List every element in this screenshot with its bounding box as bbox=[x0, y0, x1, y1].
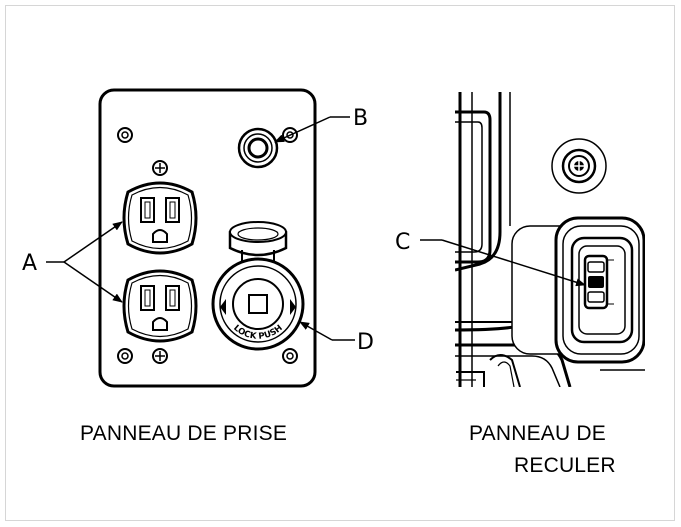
callout-a: A bbox=[22, 221, 123, 303]
callout-b: B bbox=[274, 106, 368, 143]
panel-screw-bottom-right bbox=[282, 348, 298, 364]
outlet-panel: LOCK PUSH bbox=[98, 88, 317, 388]
reverse-switch-housing bbox=[511, 216, 645, 364]
panel-screw-top-left bbox=[117, 127, 133, 143]
lock-receptacle-d: LOCK PUSH bbox=[211, 221, 305, 351]
panel-screw-bottom-left bbox=[117, 348, 133, 364]
outlet-panel-caption: PANNEAU DE PRISE bbox=[80, 422, 288, 445]
indicator-button-b bbox=[237, 127, 279, 169]
outlet-screw-top bbox=[152, 160, 168, 176]
callout-label-a: A bbox=[22, 251, 37, 276]
callout-label-c: C bbox=[395, 230, 410, 255]
callout-label-b: B bbox=[353, 106, 368, 131]
reverse-panel-detail bbox=[455, 92, 645, 387]
callout-d: D bbox=[299, 321, 374, 355]
reverse-panel-caption-line1: PANNEAU DE bbox=[469, 422, 606, 445]
receptacle-top bbox=[122, 181, 198, 255]
panel-screw-detail bbox=[551, 138, 607, 194]
callout-label-d: D bbox=[357, 330, 374, 355]
callout-c: C bbox=[395, 230, 586, 287]
receptacle-bottom bbox=[122, 269, 198, 343]
reverse-panel-caption-line2: RECULER bbox=[514, 454, 616, 477]
outlet-screw-bottom bbox=[152, 348, 168, 364]
